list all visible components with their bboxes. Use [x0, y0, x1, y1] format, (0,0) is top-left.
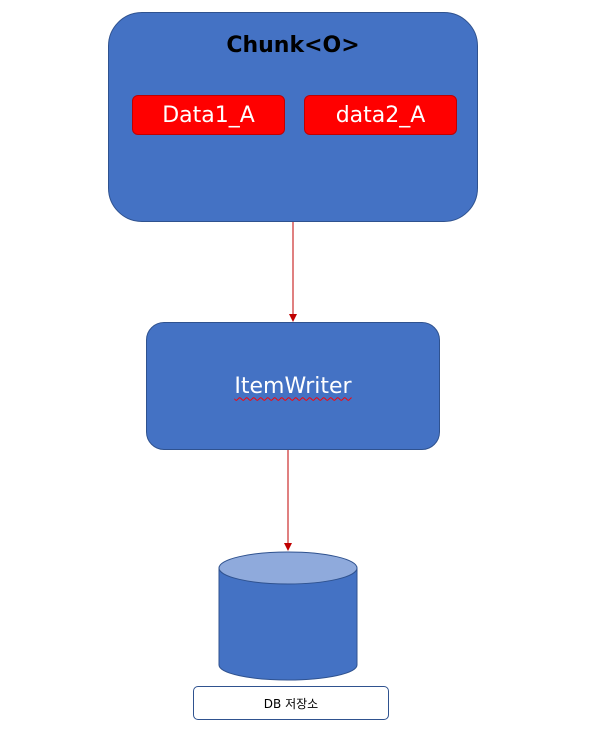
database-label: DB 저장소: [193, 686, 389, 720]
chunk-title: Chunk<O>: [226, 33, 360, 58]
item-writer-box: ItemWriter: [146, 322, 440, 450]
chunk-item-data1: Data1_A: [132, 95, 285, 135]
chunk-container: Chunk<O> Data1_A data2_A: [108, 12, 478, 222]
item-writer-label: ItemWriter: [234, 373, 352, 399]
chunk-item-data2: data2_A: [304, 95, 457, 135]
database-cylinder-icon: [218, 551, 358, 681]
